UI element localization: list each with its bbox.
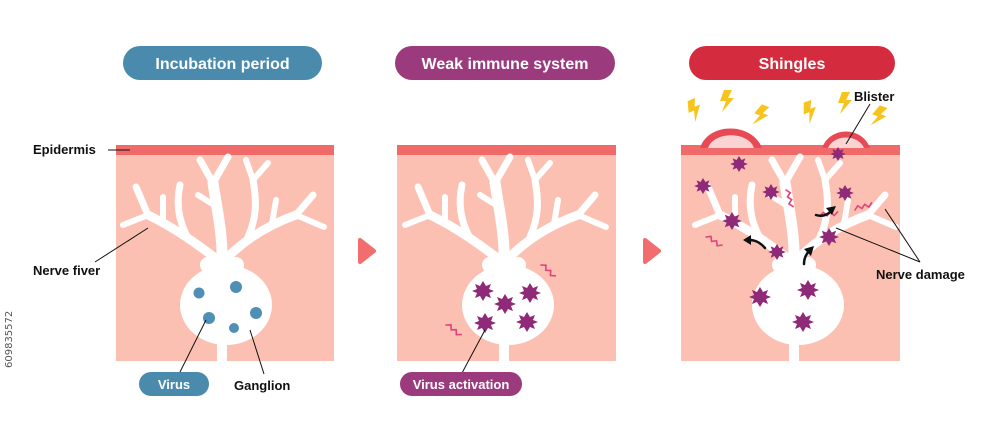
- label-nerve-damage: Nerve damage: [876, 267, 965, 282]
- virus-activation-badge: [400, 372, 522, 396]
- stock-id: 609835572: [4, 311, 15, 368]
- title-weak-immune: Weak immune system: [422, 56, 589, 73]
- label-nerve-fiber: Nerve fiver: [33, 263, 100, 278]
- epidermis-layer-3: [681, 145, 900, 155]
- epidermis-layer-2: [397, 145, 616, 155]
- label-blister: Blister: [854, 89, 894, 104]
- panel-shingles: Shingles: [681, 46, 965, 365]
- title-shingles: Shingles: [759, 56, 826, 73]
- label-virus-activation: Virus activation: [413, 377, 510, 392]
- title-pill-incubation: [123, 46, 322, 80]
- label-virus: Virus: [158, 377, 190, 392]
- viruses-blue: [193, 281, 262, 333]
- next-arrow-1: [358, 238, 376, 264]
- label-epidermis: Epidermis: [33, 142, 96, 157]
- label-ganglion: Ganglion: [234, 378, 290, 393]
- title-pill-shingles: [689, 46, 895, 80]
- title-incubation: Incubation period: [155, 56, 289, 73]
- spread-arrows: [743, 206, 836, 266]
- epidermis-layer-1: [116, 145, 334, 155]
- virus-badge: [139, 372, 209, 396]
- title-pill-weak-immune: [395, 46, 615, 80]
- panel-incubation: Incubation period Epidermis Nerve fiver …: [33, 46, 334, 396]
- panel-weak-immune: Weak immune system Virus activation: [395, 46, 616, 396]
- next-arrow-2: [643, 238, 661, 264]
